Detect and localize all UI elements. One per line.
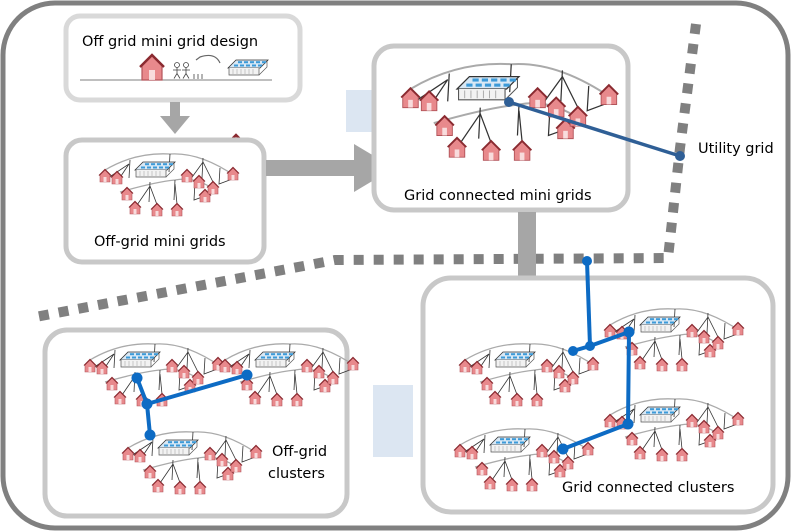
stage-label-off-grid-mini-grids: Off-grid mini grids	[94, 234, 226, 250]
connection-node	[622, 418, 634, 430]
utility-grid-label: Utility grid	[698, 141, 774, 157]
faint-rect-bottom	[373, 385, 413, 457]
utility-grid-connection-line	[508, 100, 681, 158]
stage-label-off-grid-clusters-line1: Off-grid	[272, 444, 327, 460]
connection-node	[582, 256, 592, 266]
connection-node	[557, 443, 569, 455]
stage-label-grid-connected-mini-grids: Grid connected mini grids	[404, 188, 592, 204]
connection-node	[623, 326, 635, 338]
arrow-down-1	[160, 102, 190, 134]
connection-node	[131, 372, 143, 384]
connection-node	[141, 398, 153, 410]
stage-box-off-grid-mini-grids	[63, 137, 267, 265]
stage-label-grid-connected-clusters: Grid connected clusters	[562, 480, 734, 496]
stage-box-off-grid-clusters	[42, 327, 350, 519]
connection-node	[675, 151, 685, 161]
connection-node	[241, 369, 253, 381]
connection-node	[144, 429, 156, 441]
connection-node	[568, 346, 578, 356]
stage-box-grid-connected-clusters	[420, 275, 776, 515]
stage-label-off-grid-clusters-line2: clusters	[268, 466, 325, 482]
connection-node	[585, 341, 595, 351]
faint-rect-top	[346, 90, 376, 132]
curved-arrow-icon	[195, 54, 221, 64]
title-box-label: Off grid mini grid design	[82, 34, 258, 50]
connection-node	[504, 97, 514, 107]
utility-grid-boundary	[29, 23, 701, 323]
title-box	[63, 13, 303, 162]
people-icon	[173, 62, 203, 79]
